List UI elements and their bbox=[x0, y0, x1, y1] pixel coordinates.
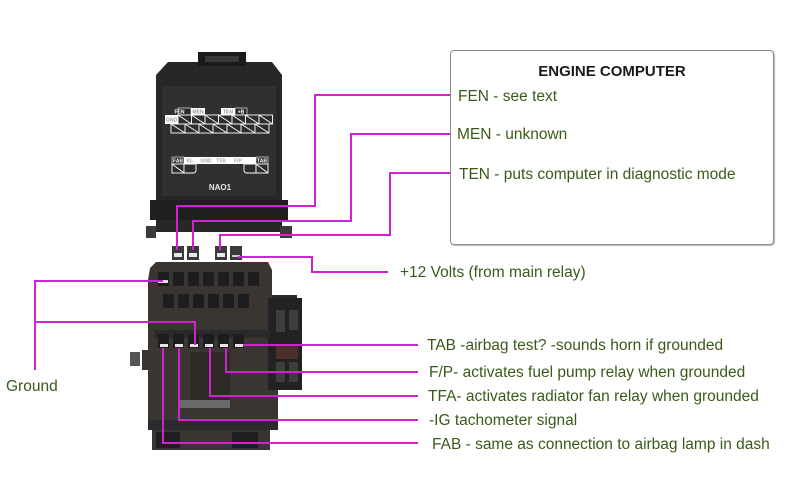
wire-men bbox=[192, 133, 453, 250]
cover-label-fp: F/P bbox=[234, 159, 242, 165]
wire-fen bbox=[176, 94, 453, 250]
label-ten: TEN - puts computer in diagnostic mode bbox=[459, 166, 736, 183]
label-fab: FAB - same as connection to airbag lamp … bbox=[432, 436, 770, 453]
wire-fab bbox=[162, 348, 418, 444]
wire-ten bbox=[219, 172, 453, 250]
wire-tfa bbox=[209, 348, 418, 397]
label-men: MEN - unknown bbox=[457, 126, 568, 143]
wire-ground-2 bbox=[35, 321, 196, 345]
label-ig: -IG tachometer signal bbox=[429, 412, 578, 429]
wire-ground-1 bbox=[34, 280, 163, 370]
engine-computer-box: ENGINE COMPUTER bbox=[450, 50, 774, 245]
cover-label-ten: TEN bbox=[223, 110, 233, 116]
wire-fp bbox=[225, 348, 418, 373]
cover-model-label: NAO1 bbox=[209, 183, 232, 192]
label-fen: FEN - see text bbox=[458, 88, 558, 105]
cover-label-gnd2: GND bbox=[200, 159, 212, 165]
cover-label-fab: FAB bbox=[173, 159, 183, 165]
connector-body bbox=[130, 262, 302, 450]
label-tfa: TFA- activates radiator fan relay when g… bbox=[428, 388, 759, 405]
connector-cover: FEN MEN TEN +B GND FAB IG- GND TFA F/P T… bbox=[146, 52, 292, 238]
cover-label-tfa: TFA bbox=[216, 159, 226, 165]
label-tab: TAB -airbag test? -sounds horn if ground… bbox=[427, 337, 724, 354]
cover-label-plus-b: +B bbox=[238, 110, 245, 116]
cover-label-fen: FEN bbox=[175, 110, 185, 116]
cover-label-ig: IG- bbox=[187, 159, 194, 165]
engine-computer-title: ENGINE COMPUTER bbox=[538, 63, 686, 80]
cover-label-gnd: GND bbox=[166, 118, 178, 124]
wire-plus12 bbox=[238, 256, 388, 273]
label-plus12-volts: +12 Volts (from main relay) bbox=[400, 264, 586, 281]
cover-label-tab: TAB bbox=[257, 159, 267, 165]
cover-terminals bbox=[172, 246, 242, 260]
cover-label-men: MEN bbox=[192, 110, 204, 116]
wires bbox=[34, 94, 453, 444]
label-ground: Ground bbox=[6, 378, 58, 395]
wire-ig bbox=[178, 348, 418, 421]
label-fp: F/P- activates fuel pump relay when grou… bbox=[429, 364, 746, 381]
